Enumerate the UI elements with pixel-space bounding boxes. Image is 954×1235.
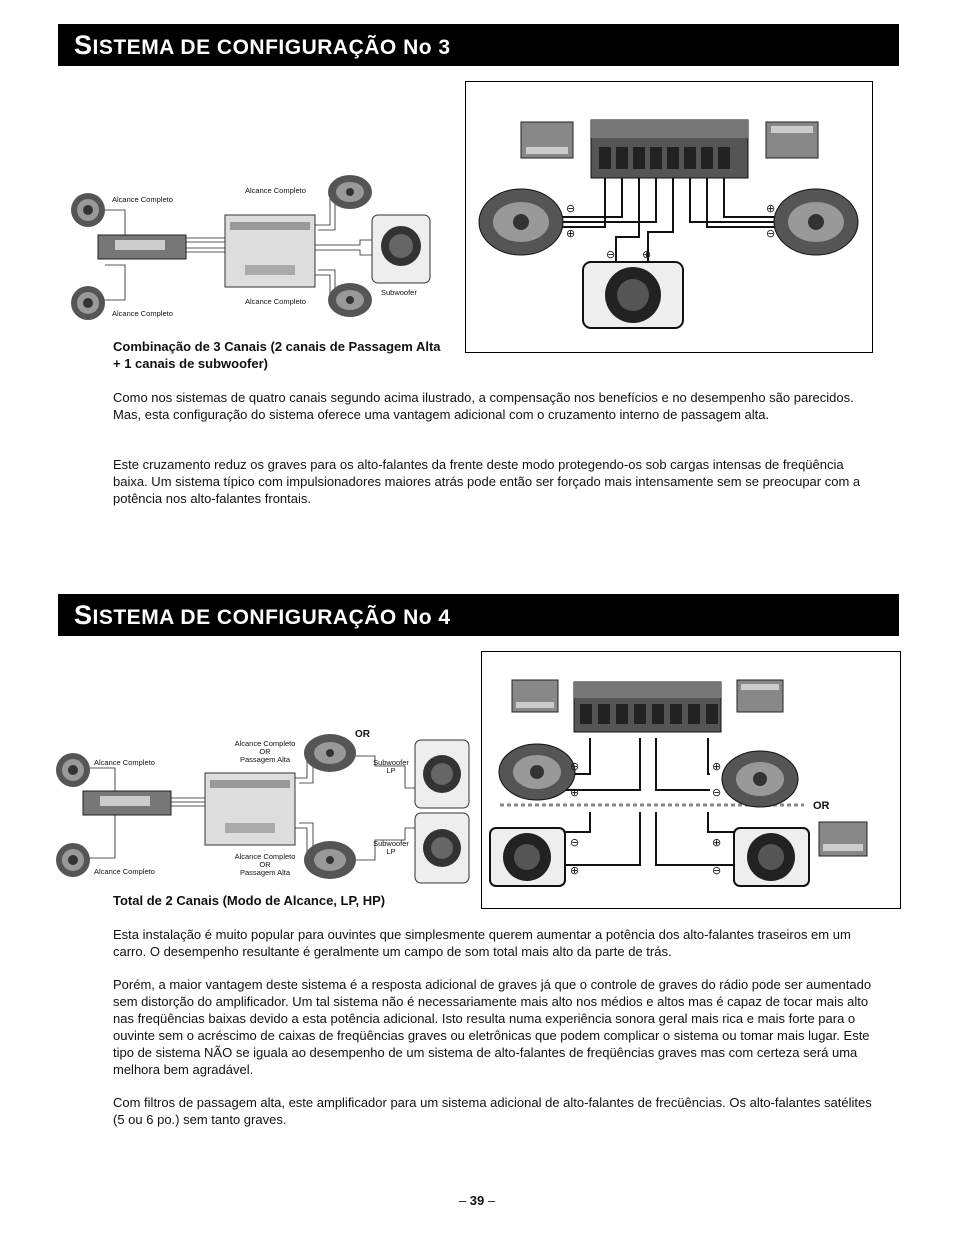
label-line: Passagem Alta: [239, 868, 291, 877]
wiring-diagram-3: ⊖ ⊕ ⊕ ⊖ ⊖ ⊕: [465, 81, 873, 353]
label-line: Alcance Completo: [234, 739, 296, 748]
system-diagram-3: [71, 175, 431, 320]
svg-text:⊖: ⊖: [766, 227, 775, 240]
svg-text:⊖: ⊖: [570, 836, 579, 849]
subwoofer-icon: [489, 827, 566, 887]
wiring-diagram-4: ⊖ ⊕ ⊕ ⊖ ⊖ ⊕ ⊕ ⊖ OR: [481, 651, 901, 909]
paragraph: Esta instalação é muito popular para ouv…: [113, 927, 851, 959]
title-text: ISTEMA DE CONFIGURAÇÃO No 3: [92, 36, 451, 59]
speaker-icon: [328, 175, 372, 209]
caption-4: Total de 2 Canais (Modo de Alcance, LP, …: [113, 893, 386, 908]
label-subwoofer: Subwoofer: [381, 288, 417, 297]
svg-text:⊖: ⊖: [566, 202, 575, 215]
svg-text:⊖: ⊖: [712, 786, 721, 799]
speaker-icon: [56, 843, 90, 877]
paragraph: Como nos sistemas de quatro canais segun…: [113, 390, 854, 422]
title-initial: S: [74, 600, 93, 630]
svg-text:⊕: ⊕: [712, 760, 721, 773]
svg-text:⊕: ⊕: [766, 202, 775, 215]
subwoofer-icon: [414, 812, 470, 884]
label-full-range: Alcance Completo: [112, 195, 173, 204]
label-full-range: Alcance Completo: [112, 309, 173, 318]
svg-text:⊕: ⊕: [566, 227, 575, 240]
caption-3-line2: + 1 canais de subwoofer): [113, 356, 268, 371]
terminal-block-icon: [590, 119, 749, 179]
speaker-icon: [304, 734, 356, 772]
speaker-icon: [773, 188, 859, 256]
speaker-icon: [498, 743, 576, 801]
caption-3-line1: Combinação de 3 Canais (2 canais de Pass…: [113, 339, 441, 354]
svg-text:⊕: ⊕: [642, 248, 651, 261]
label-line: Passagem Alta: [239, 755, 291, 764]
subwoofer-icon: [414, 739, 470, 809]
speaker-icon: [328, 283, 372, 317]
label-hp-top: Alcance Completo OR Passagem Alta: [231, 740, 299, 764]
speaker-icon: [478, 188, 564, 256]
svg-text:⊕: ⊕: [570, 786, 579, 799]
section-4-title: SISTEMA DE CONFIGURAÇÃO No 4: [58, 594, 899, 636]
system-diagram-4: [56, 734, 470, 884]
label-line: Subwoofer: [373, 758, 409, 767]
amplifier-icon: [204, 772, 296, 846]
head-unit-icon: [97, 234, 187, 260]
paragraph: Este cruzamento reduz os graves para os …: [113, 457, 861, 506]
label-full-range: Alcance Completo: [245, 297, 306, 306]
label-subwoofer-lp: Subwoofer LP: [370, 840, 412, 856]
page-dash: –: [487, 1193, 496, 1208]
section-3-title: SISTEMA DE CONFIGURAÇÃO No 3: [58, 24, 899, 66]
speaker-icon: [71, 193, 105, 227]
subwoofer-icon: [733, 827, 810, 887]
page-number: – 39 –: [0, 1193, 954, 1208]
label-full-range: Alcance Completo: [94, 758, 155, 767]
svg-text:⊕: ⊕: [712, 836, 721, 849]
speaker-icon: [56, 753, 90, 787]
page-number-value: 39: [469, 1193, 485, 1208]
label-full-range: Alcance Completo: [94, 867, 155, 876]
speaker-icon: [721, 750, 799, 808]
speaker-icon: [71, 286, 105, 320]
subwoofer-icon: [582, 261, 684, 329]
or-label-wiring: OR: [813, 800, 830, 812]
terminal-block-icon: [573, 681, 722, 733]
label-hp-bottom: Alcance Completo OR Passagem Alta: [231, 853, 299, 877]
head-unit-icon: [82, 790, 172, 816]
paragraph: Porém, a maior vantagem deste sistema é …: [113, 977, 872, 1077]
page-dash: –: [458, 1193, 467, 1208]
paragraph: Com filtros de passagem alta, este ampli…: [113, 1095, 872, 1127]
or-label-small: OR: [355, 729, 370, 740]
subwoofer-icon: [371, 214, 431, 284]
label-line: OR: [259, 747, 271, 756]
svg-text:⊖: ⊖: [570, 760, 579, 773]
label-line: LP: [386, 766, 396, 775]
label-line: LP: [386, 847, 396, 856]
speaker-icon: [304, 841, 356, 879]
title-text: ISTEMA DE CONFIGURAÇÃO No 4: [92, 606, 451, 629]
svg-text:⊖: ⊖: [606, 248, 615, 261]
label-subwoofer-lp: Subwoofer LP: [370, 759, 412, 775]
label-line: OR: [259, 860, 271, 869]
title-initial: S: [74, 30, 93, 60]
svg-text:⊖: ⊖: [712, 864, 721, 877]
amplifier-icon: [224, 214, 316, 288]
label-full-range: Alcance Completo: [245, 186, 306, 195]
svg-text:⊕: ⊕: [570, 864, 579, 877]
label-line: Subwoofer: [373, 839, 409, 848]
label-line: Alcance Completo: [234, 852, 296, 861]
